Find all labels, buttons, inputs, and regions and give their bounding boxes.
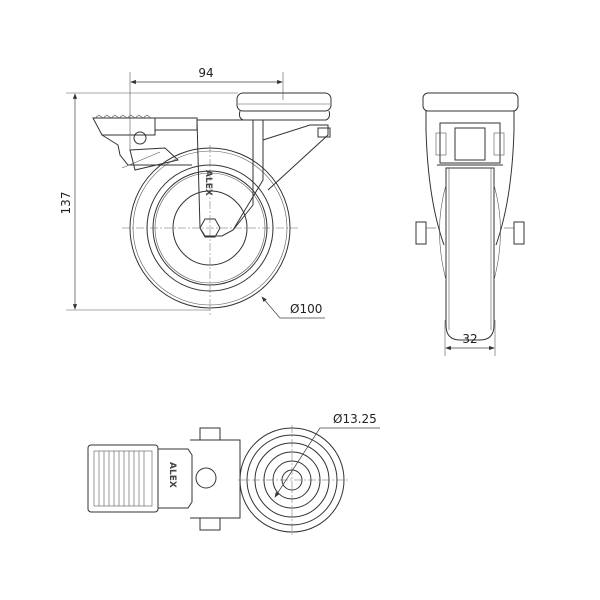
wheel-diameter-label: Ø100 — [290, 302, 322, 316]
bolt-spacing-label: 94 — [198, 66, 213, 80]
side-view: ALEX 94 137 Ø100 — [59, 66, 332, 319]
dimension-bolt-hole: Ø13.25 — [274, 412, 380, 498]
top-view: ALEX Ø13.25 — [87, 412, 380, 535]
dimension-32: 32 — [444, 320, 496, 356]
top-view-logo: ALEX — [167, 462, 177, 488]
dimension-wheel-diameter: Ø100 — [261, 296, 325, 319]
front-view-wheel — [445, 167, 495, 341]
side-view-top-plate — [236, 92, 332, 121]
axle-nut-right — [513, 221, 525, 245]
bolt-hole-diameter-label: Ø13.25 — [333, 412, 377, 426]
side-view-logo: ALEX — [203, 170, 213, 196]
side-view-brake — [92, 114, 198, 171]
axle-nut-left — [415, 221, 427, 245]
wheel-width-label: 32 — [462, 332, 477, 346]
overall-height-label: 137 — [59, 192, 73, 215]
dimension-94: 94 — [129, 66, 284, 150]
side-view-fork: ALEX — [196, 119, 331, 237]
front-view: 32 — [415, 92, 525, 356]
dimension-137: 137 — [59, 92, 238, 311]
